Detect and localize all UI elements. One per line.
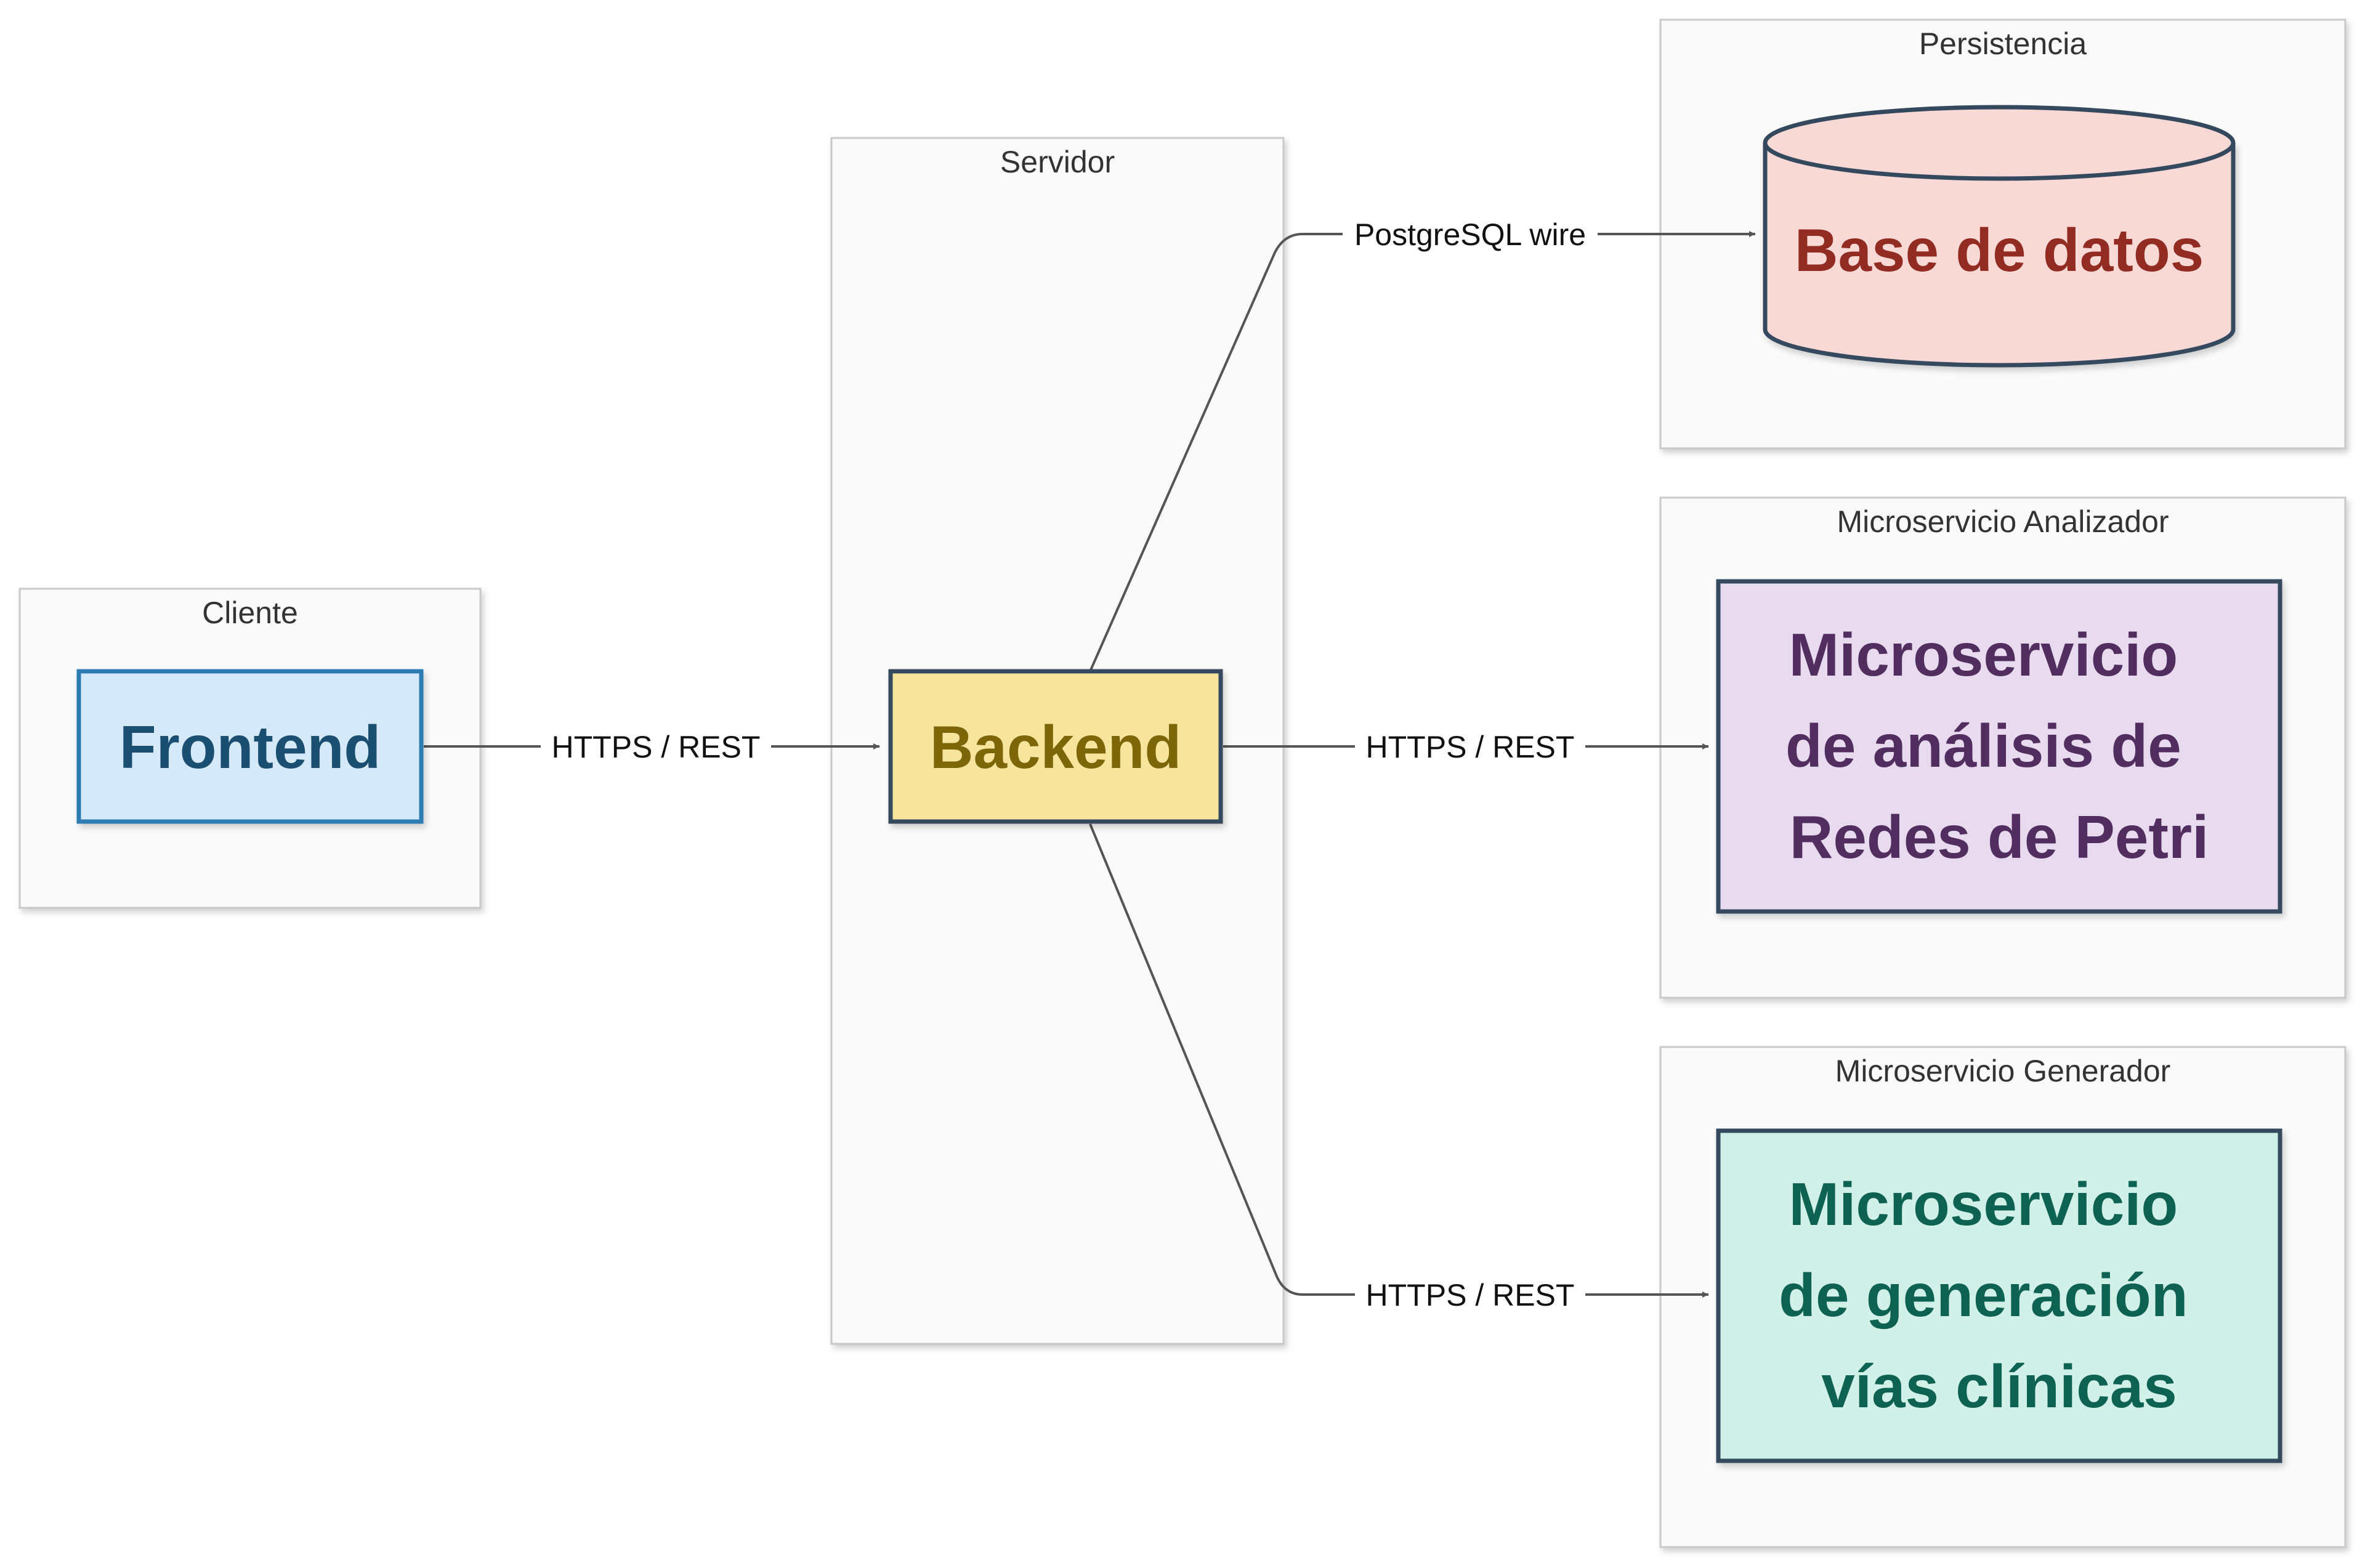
- analyzer-line-1: Microservicio: [1789, 621, 2178, 689]
- edge-backend-analyzer: HTTPS / REST: [1223, 728, 1708, 765]
- group-title-cliente: Cliente: [202, 596, 298, 630]
- node-generator[interactable]: Microservicio de generación vías clínica…: [1716, 1128, 2282, 1463]
- node-label-generator: Microservicio de generación vías clínica…: [1779, 1170, 2205, 1420]
- edge-label-backend-analyzer: HTTPS / REST: [1366, 730, 1575, 764]
- edge-label-backend-database: PostgreSQL wire: [1354, 217, 1586, 252]
- node-label-database: Base de datos: [1795, 216, 2204, 284]
- node-frontend[interactable]: Frontend: [76, 669, 424, 824]
- analyzer-line-2: de análisis de: [1785, 712, 2181, 780]
- group-title-servidor: Servidor: [1000, 145, 1115, 179]
- edge-frontend-backend: HTTPS / REST: [424, 728, 879, 765]
- group-title-generador: Microservicio Generador: [1835, 1054, 2171, 1088]
- analyzer-line-3: Redes de Petri: [1790, 803, 2209, 871]
- node-label-analyzer: Microservicio de análisis de Redes de Pe…: [1785, 621, 2209, 871]
- edge-backend-database: PostgreSQL wire: [1089, 216, 1755, 672]
- node-database[interactable]: Base de datos: [1763, 105, 2236, 368]
- edge-label-backend-generator: HTTPS / REST: [1366, 1278, 1575, 1312]
- edge-label-frontend-backend: HTTPS / REST: [552, 730, 761, 764]
- group-title-persistencia: Persistencia: [1919, 26, 2087, 61]
- generator-line-2: de generación: [1779, 1261, 2188, 1329]
- group-title-analizador: Microservicio Analizador: [1837, 504, 2169, 539]
- node-analyzer[interactable]: Microservicio de análisis de Redes de Pe…: [1716, 579, 2282, 914]
- node-label-frontend: Frontend: [119, 713, 381, 781]
- generator-line-3: vías clínicas: [1821, 1352, 2177, 1420]
- node-backend[interactable]: Backend: [888, 669, 1223, 824]
- generator-line-1: Microservicio: [1789, 1170, 2178, 1238]
- node-label-backend: Backend: [930, 713, 1182, 781]
- edge-backend-generator: HTTPS / REST: [1089, 823, 1708, 1313]
